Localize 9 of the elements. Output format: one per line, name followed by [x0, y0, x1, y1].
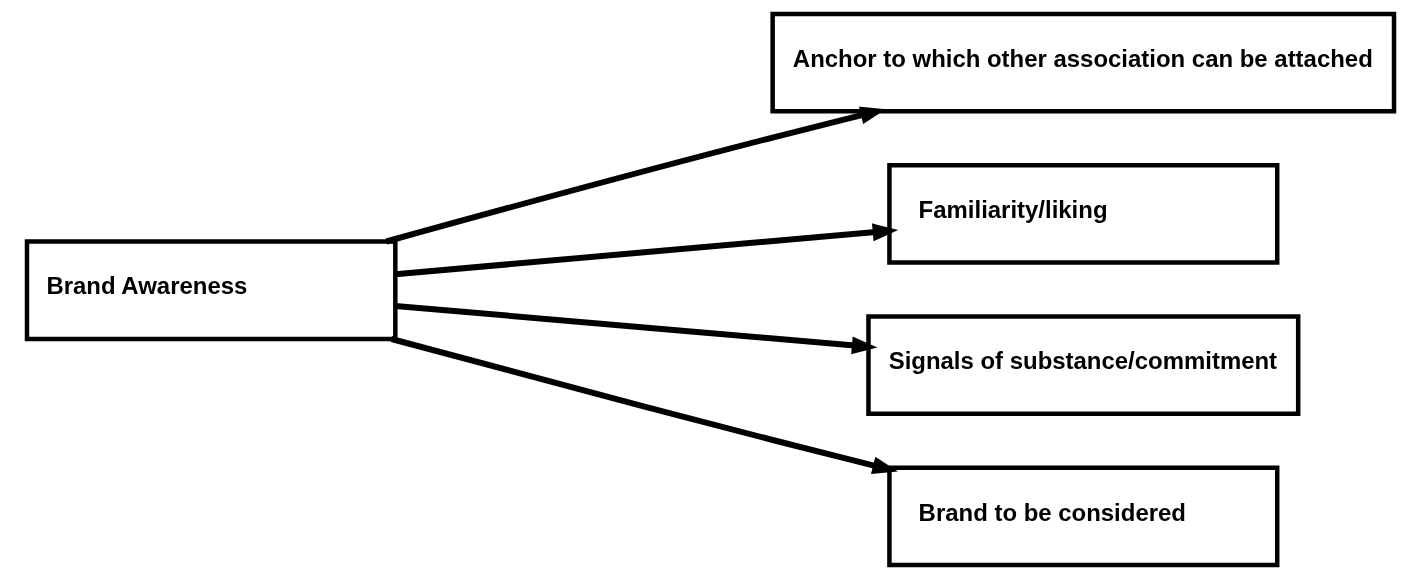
node-box: Anchor to which other association can be attached [770, 11, 1397, 114]
arrow [385, 106, 886, 245]
arrow [395, 223, 899, 278]
node-box: Signals of substance/commitment [866, 314, 1301, 416]
node-box: Brand to be considered [887, 465, 1280, 568]
node-box: Brand Awareness [24, 239, 398, 342]
arrow [395, 303, 878, 355]
arrow [390, 336, 898, 475]
node-box: Familiarity/liking [887, 163, 1280, 265]
